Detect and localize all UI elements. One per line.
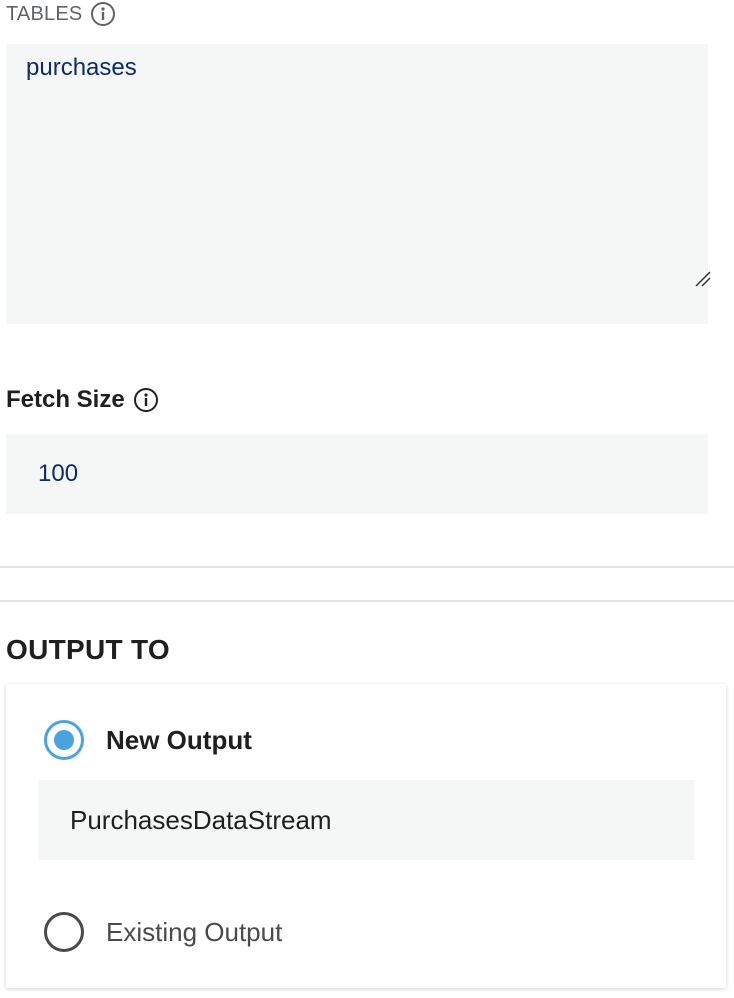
- fetch-size-label-row: Fetch Size: [6, 384, 159, 416]
- info-icon[interactable]: [90, 1, 116, 27]
- fetch-size-label: Fetch Size: [6, 386, 125, 413]
- divider: [0, 566, 734, 568]
- tables-field: purchases: [6, 44, 711, 324]
- tables-textarea[interactable]: purchases: [6, 44, 708, 244]
- tables-label-row: TABLES: [6, 2, 116, 26]
- tables-label: TABLES: [6, 2, 83, 25]
- output-card: New Output Existing Output: [6, 684, 726, 988]
- new-output-radio[interactable]: [44, 720, 84, 760]
- output-to-title: OUTPUT TO: [6, 634, 170, 665]
- existing-output-radio[interactable]: [44, 912, 84, 952]
- new-output-option[interactable]: New Output: [44, 718, 252, 762]
- fetch-size-input[interactable]: [6, 434, 708, 514]
- new-output-label: New Output: [106, 724, 252, 755]
- existing-output-label: Existing Output: [106, 916, 283, 947]
- existing-output-option[interactable]: Existing Output: [44, 910, 282, 954]
- divider: [0, 600, 734, 602]
- new-output-name-input[interactable]: [38, 780, 694, 860]
- resize-handle-icon[interactable]: [694, 270, 712, 288]
- info-icon[interactable]: [133, 387, 159, 413]
